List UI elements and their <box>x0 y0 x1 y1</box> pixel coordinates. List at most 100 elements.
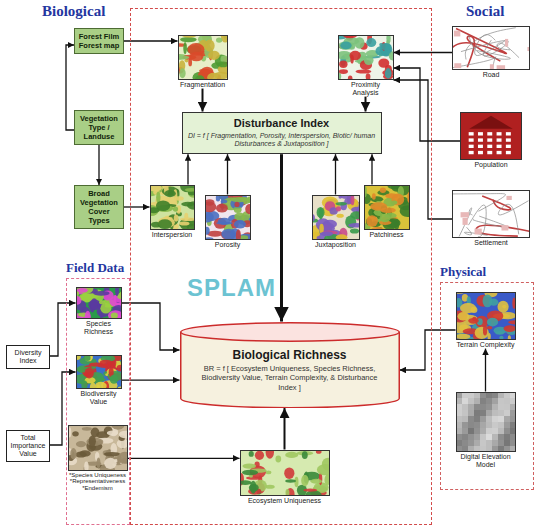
flow-arrow <box>335 154 336 194</box>
drawing-part <box>370 202 387 210</box>
drawing-part <box>461 212 469 217</box>
formula-text: BR = f [ Ecosystem Uniqueness, Species R… <box>194 364 386 392</box>
drawing-part <box>338 69 347 74</box>
drawing-part <box>454 63 461 68</box>
thumbnail-art <box>178 35 228 80</box>
drawing-part <box>215 37 221 42</box>
drawing-part <box>399 205 409 217</box>
drawing-part <box>495 330 504 334</box>
drawing-part <box>480 422 487 429</box>
drawing-part <box>84 310 90 318</box>
drawing-part <box>366 215 378 227</box>
drawing-part <box>486 398 493 405</box>
drawing-part <box>453 28 507 53</box>
drawing-part <box>461 113 522 160</box>
image-caption: Species Richness <box>76 320 122 336</box>
drawing-part <box>469 151 474 154</box>
map-thumbnail: Fragmentation <box>178 35 228 89</box>
drawing-part <box>220 55 228 62</box>
drawing-part <box>469 35 511 59</box>
thumbnail-art <box>68 425 128 471</box>
drawing-part <box>492 404 499 411</box>
drawing-part <box>76 287 121 318</box>
drawing-part <box>378 58 389 67</box>
map-thumbnail: Road <box>452 26 530 79</box>
map-box: Forest Film Forest map <box>74 28 124 54</box>
drawing-part <box>234 201 239 206</box>
drawing-part <box>504 434 511 441</box>
drawing-part <box>240 450 330 496</box>
thumbnail-image <box>150 185 195 230</box>
map-thumbnail: *Species Uniqueness *Representativeness … <box>68 425 128 493</box>
thumbnail-art <box>205 195 251 240</box>
drawing-part <box>453 57 496 68</box>
thumbnail-image <box>205 195 251 240</box>
drawing-part <box>220 199 227 203</box>
drawing-part <box>486 440 493 447</box>
flow-arrow <box>485 349 486 392</box>
drawing-part <box>460 112 522 160</box>
drawing-part <box>285 488 289 495</box>
map-thumbnail: Ecosystem Uniqueness <box>240 450 330 505</box>
drawing-part <box>486 326 492 329</box>
drawing-part <box>456 392 515 451</box>
map-thumbnail: Population <box>460 112 522 169</box>
drawing-part <box>189 51 203 61</box>
thumbnail-art <box>364 185 410 230</box>
drawing-part <box>469 132 474 135</box>
thumbnail-image <box>338 35 394 80</box>
drawing-part <box>183 41 187 53</box>
thumbnail-image <box>460 112 522 160</box>
drawing-part <box>205 211 214 222</box>
drawing-part <box>75 441 85 447</box>
drawing-part <box>482 294 492 307</box>
thumbnail-image <box>68 425 128 471</box>
drawing-part <box>93 290 109 295</box>
drawing-part <box>456 392 516 452</box>
drawing-part <box>365 73 370 80</box>
drawing-part <box>468 404 475 411</box>
drawing-part <box>157 219 171 229</box>
drawing-part <box>478 145 483 148</box>
image-caption: Interspersion <box>150 231 195 239</box>
drawing-part <box>379 214 390 222</box>
drawing-part <box>462 416 469 423</box>
drawing-part <box>115 287 119 296</box>
data-region: Field DataSpecies RichnessBiodiversity V… <box>66 278 130 525</box>
flow-arrow <box>394 68 461 141</box>
thumbnail-art <box>76 355 122 389</box>
map-thumbnail: Species Richness <box>76 287 122 336</box>
drawing-part <box>180 322 399 341</box>
drawing-part <box>462 398 469 405</box>
index-box: Disturbance IndexDI = f [ Fragmentation,… <box>182 112 382 155</box>
drawing-part <box>487 132 492 135</box>
map-thumbnail: Proximity Analysis <box>338 35 394 97</box>
drawing-part <box>81 380 87 389</box>
drawing-part <box>502 304 506 308</box>
drawing-part <box>506 138 511 141</box>
map-box: Vegetation Type / Landuse <box>74 110 124 145</box>
drawing-part <box>178 35 227 79</box>
thumbnail-art <box>312 195 360 240</box>
drawing-part <box>452 26 530 70</box>
drawing-part <box>349 228 358 233</box>
drawing-part <box>480 398 487 405</box>
drawing-part <box>76 355 121 388</box>
drawing-part <box>179 68 185 78</box>
connectors <box>50 41 486 458</box>
drawing-part <box>486 428 493 435</box>
thumbnail-art <box>338 35 394 80</box>
drawing-part <box>501 225 508 230</box>
drawing-part <box>492 428 499 435</box>
drawing-part <box>469 116 512 129</box>
drawing-part <box>498 410 505 417</box>
drawing-part <box>480 410 487 417</box>
image-caption: Fragmentation <box>178 81 228 89</box>
drawing-part <box>480 434 487 441</box>
drawing-part <box>463 218 468 225</box>
drawing-part <box>173 214 178 221</box>
drawing-part <box>504 404 511 411</box>
drawing-part <box>457 311 469 320</box>
drawing-part <box>498 416 505 423</box>
drawing-part <box>497 300 508 312</box>
